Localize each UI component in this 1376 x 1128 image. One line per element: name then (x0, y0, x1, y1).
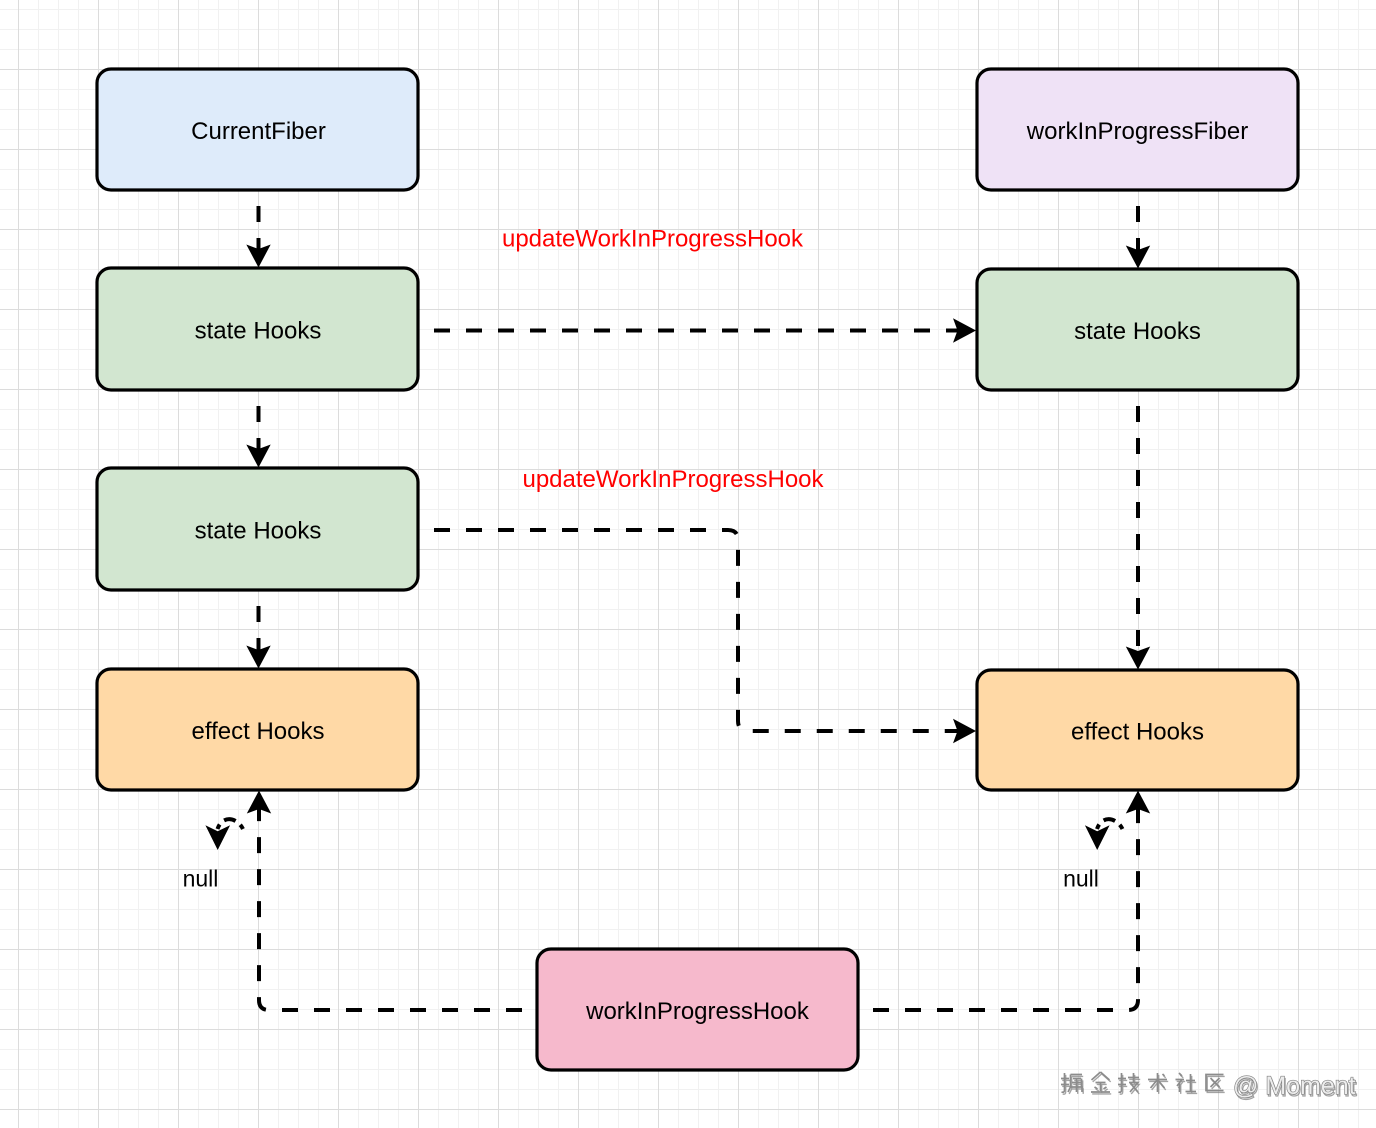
svg-text:@ Moment: @ Moment (1234, 1074, 1357, 1102)
svg-text:null: null (183, 866, 219, 892)
svg-text:effect Hooks: effect Hooks (1071, 719, 1204, 746)
svg-text:workInProgressFiber: workInProgressFiber (1026, 118, 1248, 145)
svg-text:CurrentFiber: CurrentFiber (191, 118, 326, 145)
svg-text:workInProgressHook: workInProgressHook (585, 998, 810, 1025)
svg-text:null: null (1063, 866, 1099, 892)
svg-text:state Hooks: state Hooks (195, 518, 322, 545)
svg-text:state Hooks: state Hooks (195, 318, 322, 345)
svg-text:updateWorkInProgressHook: updateWorkInProgressHook (522, 466, 824, 493)
svg-text:@ Moment: @ Moment (1233, 1072, 1356, 1100)
svg-text:state Hooks: state Hooks (1074, 318, 1201, 345)
svg-text:effect Hooks: effect Hooks (192, 718, 325, 745)
svg-text:updateWorkInProgressHook: updateWorkInProgressHook (502, 226, 804, 253)
